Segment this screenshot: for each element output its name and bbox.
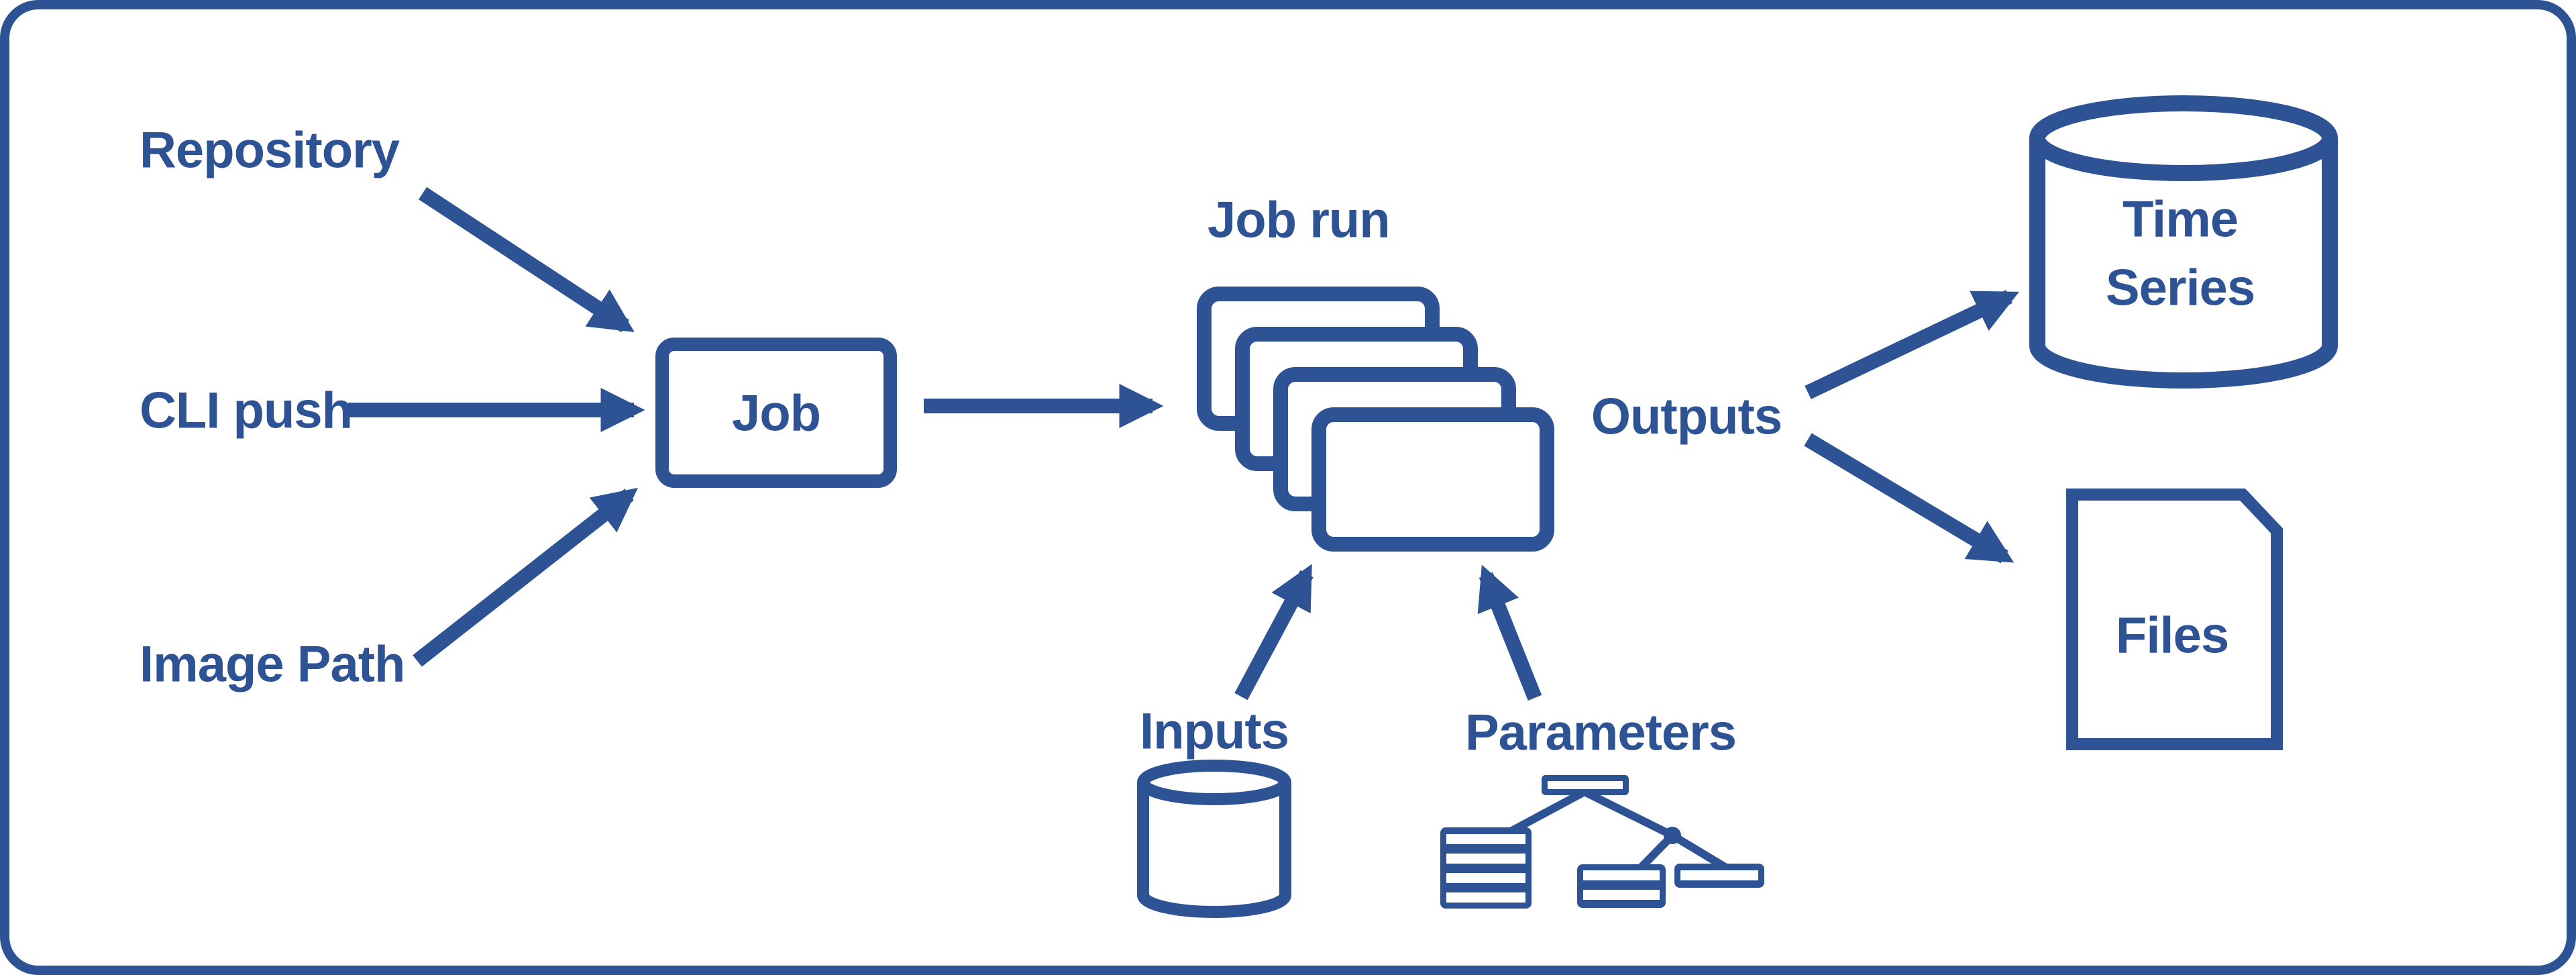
inputs-node: Inputs (1137, 703, 1291, 918)
cli-push-label: CLI push (140, 382, 352, 440)
job-label: Job (732, 385, 820, 442)
tree-right-slot (1680, 870, 1758, 880)
inputs-cylinder-icon (1137, 760, 1291, 918)
tree-left-box (1440, 827, 1532, 909)
tree-left-slot-4 (1446, 892, 1525, 903)
inputs-cylinder-top (1137, 760, 1291, 805)
time-series-label-line2: Series (2106, 260, 2255, 317)
outputs-label: Outputs (1591, 389, 1782, 446)
tree-line-root-junction (1580, 788, 1676, 839)
tree-junction-dot (1664, 827, 1681, 844)
parameters-label: Parameters (1465, 705, 1736, 762)
tree-line-root-left (1505, 788, 1589, 836)
tree-root-slot (1548, 781, 1623, 789)
arrow-outputs-to-time-series (1805, 290, 2019, 399)
image-path-label: Image Path (140, 636, 405, 693)
arrow-parameters-to-job-run (1477, 564, 1542, 701)
tree-middle-slot-1 (1583, 870, 1660, 880)
arrow-outputs-to-files (1804, 433, 2015, 564)
repository-label: Repository (140, 122, 400, 179)
arrow-inputs-to-job-run (1234, 564, 1313, 701)
inputs-cylinder-body (1137, 782, 1291, 918)
tree-left-slot-1 (1446, 834, 1525, 844)
time-series-label-line1: Time (2123, 191, 2238, 248)
files-label: Files (2116, 607, 2229, 664)
parameters-node: Parameters (1440, 705, 1764, 909)
arrow-repository-to-job (418, 187, 635, 333)
job-run-label: Job run (1208, 192, 1390, 249)
time-series-node: Time Series (2029, 95, 2338, 389)
tree-left-slot-2 (1446, 854, 1525, 864)
time-series-cylinder-body (2029, 138, 2338, 389)
tree-left-slot-3 (1446, 873, 1525, 883)
inputs-label: Inputs (1140, 703, 1289, 760)
time-series-cylinder-top (2029, 95, 2338, 181)
job-run-card-4 (1311, 407, 1554, 552)
parameters-tree-icon (1440, 775, 1764, 909)
job-box (655, 338, 897, 488)
tree-line-junction-right (1668, 831, 1730, 872)
tree-middle-slot-2 (1583, 890, 1660, 900)
arrow-image-path-to-job (413, 487, 638, 667)
files-document-icon (2066, 489, 2283, 750)
time-series-cylinder-icon (2029, 95, 2338, 389)
job-run-stack-icon (1197, 287, 1554, 552)
job-node: Job (655, 338, 897, 488)
files-node: Files (2066, 489, 2283, 750)
